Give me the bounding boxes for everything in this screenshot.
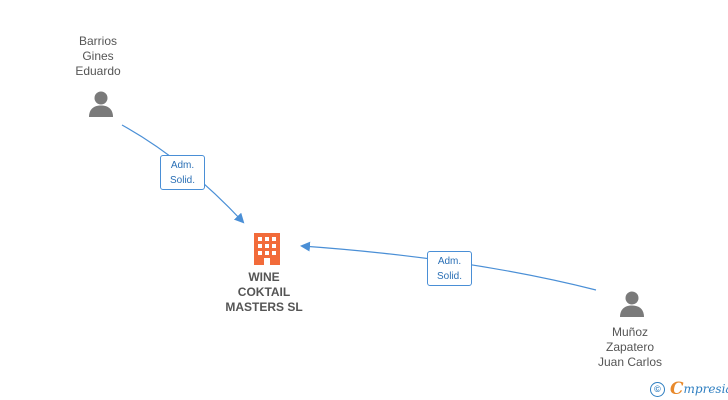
person-name-munoz[interactable]: Muñoz Zapatero Juan Carlos bbox=[570, 325, 690, 370]
copyright-icon: © bbox=[650, 381, 665, 397]
brand-footer[interactable]: © C mpresia bbox=[650, 380, 728, 398]
company-name-line: MASTERS SL bbox=[225, 300, 303, 314]
company-name-label[interactable]: WINE COKTAIL MASTERS SL bbox=[204, 270, 324, 315]
brand-name: mpresia bbox=[683, 382, 728, 396]
person-name-line: Eduardo bbox=[75, 64, 121, 78]
person-name-line: Gines bbox=[82, 49, 114, 63]
person-name-line: Juan Carlos bbox=[597, 355, 663, 369]
company-name-line: WINE bbox=[248, 270, 280, 284]
edge-label-role: Adm. Solid. bbox=[427, 251, 472, 286]
person-icon[interactable] bbox=[617, 289, 647, 319]
edge-label-line: Solid. bbox=[169, 175, 195, 186]
person-name-line: Muñoz bbox=[611, 325, 649, 339]
person-icon[interactable] bbox=[86, 89, 116, 119]
person-name-line: Zapatero bbox=[605, 340, 655, 354]
company-name-line: COKTAIL bbox=[237, 285, 291, 299]
person-name-line: Barrios bbox=[78, 34, 117, 48]
edge-label-line: Adm. bbox=[170, 160, 195, 171]
brand-initial: C bbox=[670, 379, 684, 399]
person-name-barrios[interactable]: Barrios Gines Eduardo bbox=[38, 34, 158, 79]
edge-label-line: Adm. bbox=[437, 256, 462, 267]
company-building-icon[interactable] bbox=[252, 231, 282, 265]
edge-label-role: Adm. Solid. bbox=[160, 155, 205, 190]
edge-label-line: Solid. bbox=[436, 271, 462, 282]
